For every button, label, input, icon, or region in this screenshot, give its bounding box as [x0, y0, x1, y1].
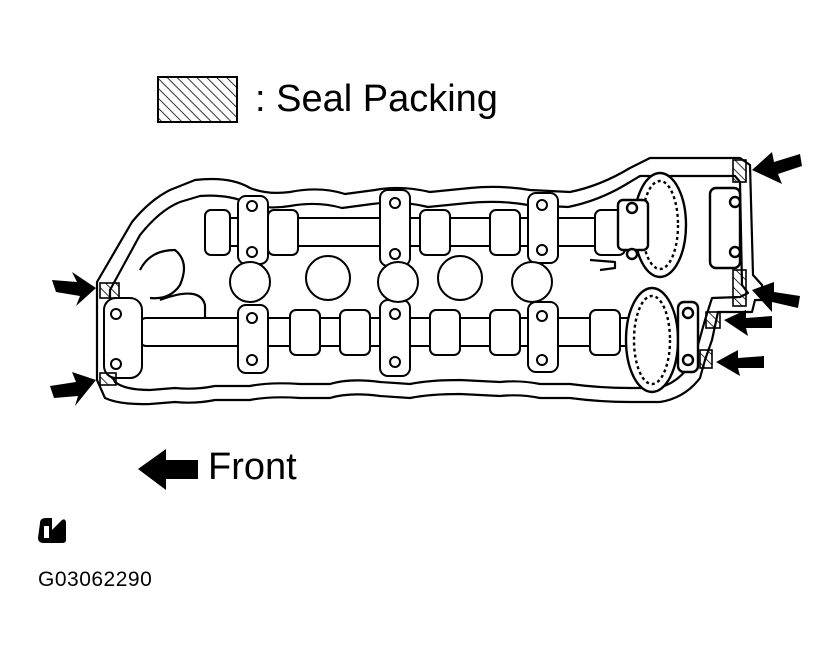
seal-packing-rear-right-a [705, 311, 721, 329]
seal-packing-rear-middle [732, 269, 747, 307]
seal-location-arrows [50, 152, 802, 406]
arrow-front-upper-icon [52, 272, 96, 306]
seal-packing-rear-top [732, 159, 747, 183]
arrow-rear-middle-icon [752, 282, 800, 312]
seal-packing-front-lower [99, 372, 117, 386]
spark-plug-holes [229, 255, 553, 303]
front-direction-label: Front [208, 446, 297, 488]
lower-bearing-caps [237, 299, 559, 377]
seal-packing-front-upper [99, 282, 120, 299]
arrow-rear-right-b-icon [716, 350, 764, 376]
arrow-front-lower-icon [50, 372, 96, 406]
lower-camshaft-gear [624, 286, 700, 394]
upper-bearing-caps [237, 189, 559, 267]
seal-packing-locations [99, 159, 747, 386]
arrow-left-icon [138, 449, 198, 490]
arrow-rear-top-icon [752, 152, 802, 184]
arrow-rear-right-a-icon [724, 310, 772, 336]
sealant-tube-icon [38, 518, 66, 543]
upper-camshaft-gear [616, 171, 742, 279]
seal-packing-rear-right-b [699, 349, 713, 369]
front-end-cap [103, 297, 143, 379]
seal-packing-legend-label: : Seal Packing [255, 78, 498, 120]
figure-id: G03062290 [38, 568, 153, 591]
seal-packing-legend-swatch [157, 76, 238, 123]
